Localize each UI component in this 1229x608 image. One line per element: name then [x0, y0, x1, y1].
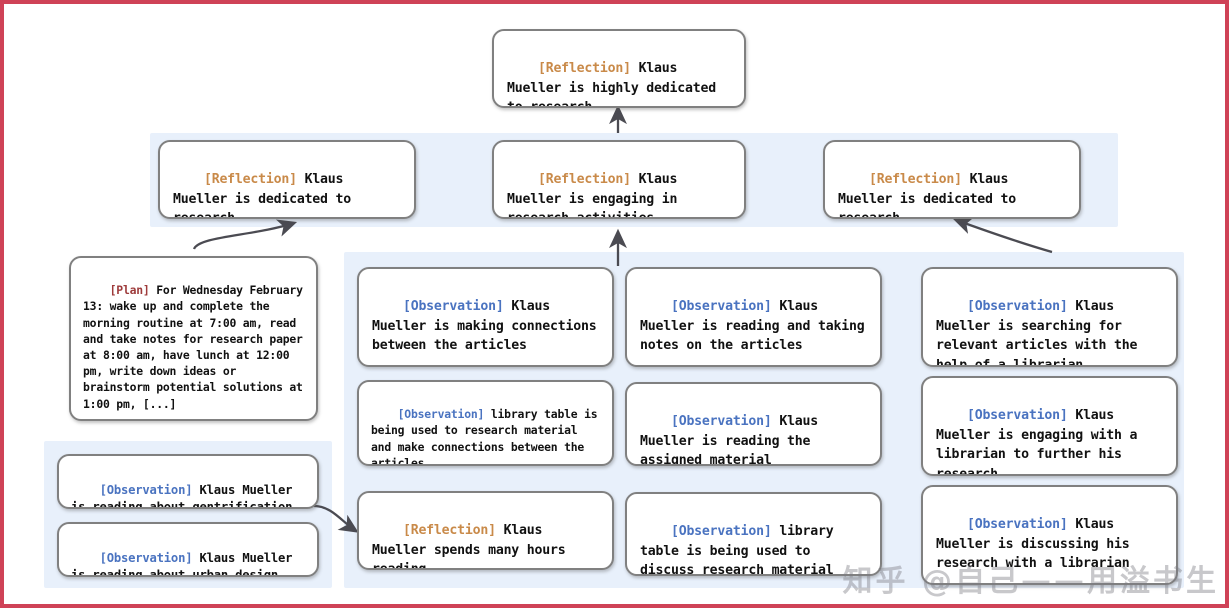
- reflection-tag: [Reflection]: [537, 61, 631, 77]
- reflection-node-hours-reading[interactable]: [Reflection] Klaus Mueller spends many h…: [357, 491, 614, 570]
- observation-node-gentrification[interactable]: [Observation] Klaus Mueller is reading a…: [57, 454, 319, 509]
- node-text: Klaus Mueller is discussing his research…: [936, 517, 1138, 572]
- observation-tag: [Observation]: [99, 482, 193, 497]
- observation-tag: [Observation]: [966, 517, 1068, 533]
- observation-tag: [Observation]: [966, 408, 1068, 424]
- reflection-tag: [Reflection]: [203, 172, 297, 188]
- observation-tag: [Observation]: [670, 414, 772, 430]
- node-text: Klaus Mueller is searching for relevant …: [936, 299, 1145, 367]
- node-text: For Wednesday February 13: wake up and c…: [83, 283, 310, 411]
- reflection-tag: [Reflection]: [868, 172, 962, 188]
- reflection-node-right[interactable]: [Reflection] Klaus Mueller is dedicated …: [823, 140, 1081, 219]
- observation-tag: [Observation]: [99, 550, 193, 565]
- node-text: Klaus Mueller is reading and taking note…: [640, 299, 873, 354]
- node-text: Klaus Mueller is highly dedicated to res…: [507, 61, 724, 108]
- observation-node-discussing-librarian[interactable]: [Observation] Klaus Mueller is discussin…: [921, 485, 1178, 585]
- reflection-tag: [Reflection]: [402, 523, 496, 539]
- observation-tag: [Observation]: [670, 299, 772, 315]
- node-text: Klaus Mueller is reading about gentrific…: [71, 482, 300, 509]
- observation-node-assigned-material[interactable]: [Observation] Klaus Mueller is reading t…: [625, 382, 882, 466]
- reflection-tag: [Reflection]: [537, 172, 631, 188]
- node-text: library table is being used to discuss r…: [640, 524, 842, 576]
- node-text: Klaus Mueller is dedicated to research: [838, 172, 1024, 219]
- reflection-node-middle[interactable]: [Reflection] Klaus Mueller is engaging i…: [492, 140, 746, 219]
- observation-tag: [Observation]: [397, 407, 485, 422]
- observation-node-engaging-librarian[interactable]: [Observation] Klaus Mueller is engaging …: [921, 376, 1178, 476]
- node-text: library table is being used to research …: [371, 407, 605, 466]
- observation-tag: [Observation]: [402, 299, 504, 315]
- observation-tag: [Observation]: [670, 524, 772, 540]
- observation-node-discuss-research-material[interactable]: [Observation] library table is being use…: [625, 492, 882, 576]
- plan-node[interactable]: [Plan] For Wednesday February 13: wake u…: [69, 256, 318, 421]
- node-text: Klaus Mueller is making connections betw…: [372, 299, 605, 354]
- node-text: Klaus Mueller is reading the assigned ma…: [640, 414, 826, 466]
- node-text: Klaus Mueller spends many hours reading: [372, 523, 574, 570]
- observation-node-making-connections[interactable]: [Observation] Klaus Mueller is making co…: [357, 267, 614, 367]
- node-text: Klaus Mueller is engaging in research ac…: [507, 172, 686, 219]
- plan-tag: [Plan]: [109, 283, 150, 298]
- observation-node-reading-taking-notes[interactable]: [Observation] Klaus Mueller is reading a…: [625, 267, 882, 367]
- node-text: Klaus Mueller is dedicated to research: [173, 172, 359, 219]
- node-text: Klaus Mueller is reading about urban des…: [71, 550, 300, 577]
- observation-node-urban-design[interactable]: [Observation] Klaus Mueller is reading a…: [57, 522, 319, 577]
- node-text: Klaus Mueller is engaging with a librari…: [936, 408, 1145, 476]
- observation-node-searching-articles[interactable]: [Observation] Klaus Mueller is searching…: [921, 267, 1178, 367]
- observation-tag: [Observation]: [966, 299, 1068, 315]
- top-reflection-node[interactable]: [Reflection] Klaus Mueller is highly ded…: [492, 29, 746, 108]
- observation-node-library-table-research[interactable]: [Observation] library table is being use…: [357, 380, 614, 466]
- reflection-node-left[interactable]: [Reflection] Klaus Mueller is dedicated …: [158, 140, 416, 219]
